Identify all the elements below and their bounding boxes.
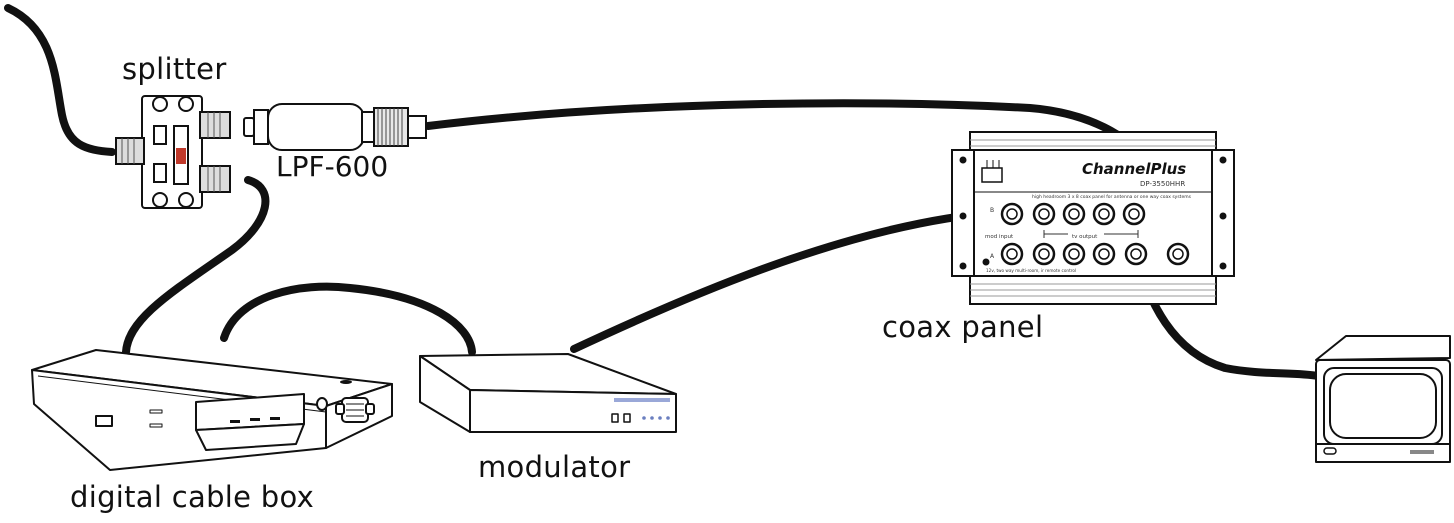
modulator-device	[419, 353, 677, 433]
lpf-filter-label: LPF-600	[276, 150, 389, 183]
modulator-label: modulator	[478, 450, 631, 484]
panel-port-b-label: B	[990, 207, 994, 214]
panel-footer-note: 12v, two way multi-room, ir remote contr…	[986, 268, 1076, 273]
cable-box-device	[31, 349, 393, 471]
coax-panel-device: ChannelPlus DP-3550HHR high headroom 3 x…	[951, 131, 1235, 305]
cable-box-label: digital cable box	[70, 480, 315, 514]
panel-model-number: DP-3550HHR	[1140, 180, 1185, 188]
panel-port-a-label: A	[990, 253, 995, 260]
television-device	[1315, 335, 1451, 463]
lpf-filter-device	[243, 103, 427, 151]
splitter-device	[115, 95, 231, 209]
panel-mod-input-label: mod input	[985, 234, 1014, 240]
panel-tagline: high headroom 3 x 8 coax panel for anten…	[1032, 194, 1192, 200]
incoming-feed-cable	[4, 4, 116, 156]
modulator-to-panel-cable	[570, 208, 1006, 353]
cablebox-to-modulator-cable	[220, 282, 476, 356]
splitter-label: splitter	[122, 52, 227, 86]
panel-connectors	[1000, 202, 1190, 266]
panel-tv-output-label: tv output	[1072, 234, 1098, 240]
panel-brand-logo: ChannelPlus	[1082, 160, 1186, 178]
coax-panel-label: coax panel	[882, 310, 1044, 344]
splitter-to-cablebox-cable	[122, 176, 270, 356]
